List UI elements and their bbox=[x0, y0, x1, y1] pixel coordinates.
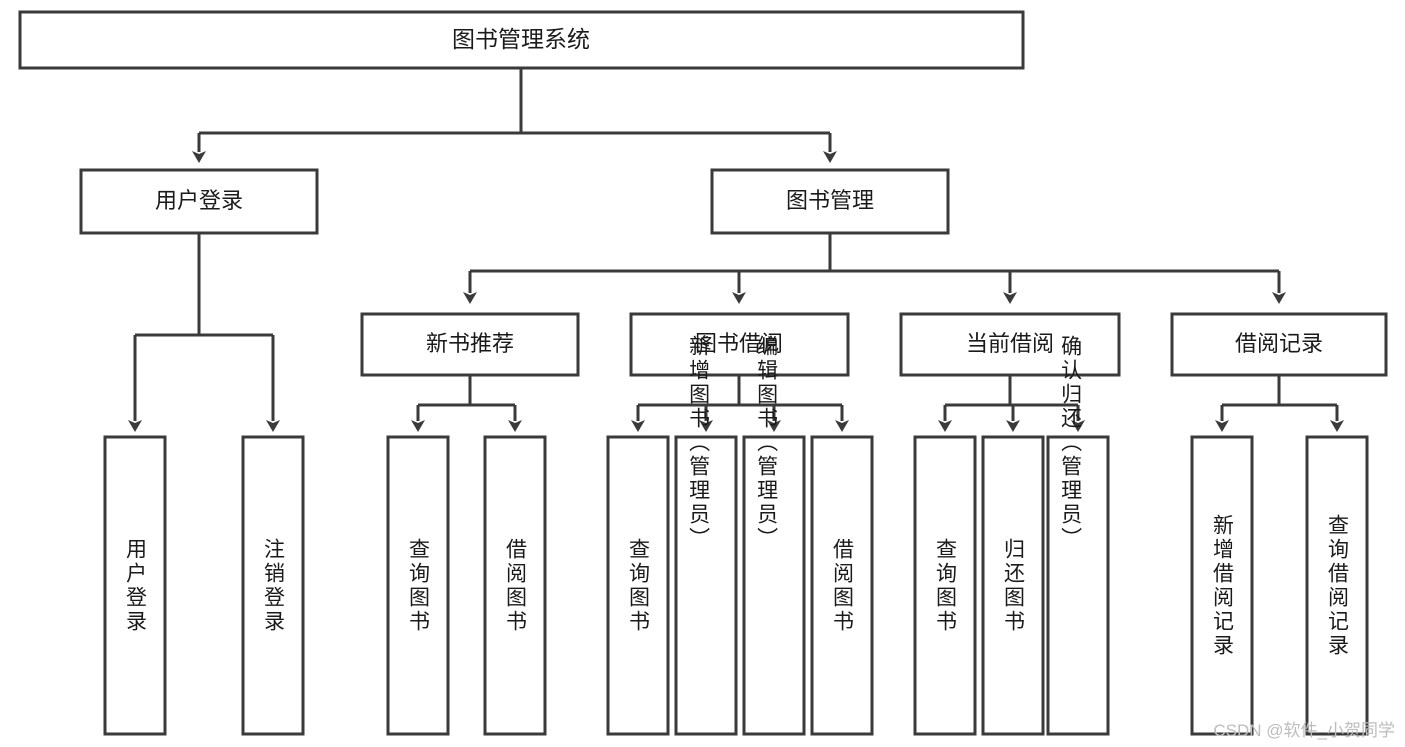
node-new-book-recommend-label: 新书推荐 bbox=[426, 331, 514, 356]
leaf-current-borrow-return-box bbox=[981, 435, 1045, 736]
leaf-borrow-record-query-label: 查询借阅记录 bbox=[1326, 514, 1350, 658]
leaf-new-book-query-box bbox=[386, 435, 450, 736]
leaf-book-borrow-edit[interactable]: 编辑图书（管理员） bbox=[742, 335, 806, 736]
leaf-new-book-borrow-label: 借阅图书 bbox=[504, 538, 528, 634]
leaf-current-borrow-confirm[interactable]: 确认归还（管理员） bbox=[1046, 335, 1110, 736]
leaf-book-borrow-query-box bbox=[606, 435, 670, 736]
node-root-book-management-system[interactable]: 图书管理系统 bbox=[18, 10, 1025, 70]
connector-layer bbox=[128, 68, 1344, 432]
leaf-new-book-borrow[interactable]: 借阅图书 bbox=[483, 435, 547, 736]
leaf-book-borrow-borrow[interactable]: 借阅图书 bbox=[810, 435, 874, 736]
node-current-borrow-box bbox=[899, 312, 1121, 377]
leaf-book-borrow-borrow-label: 借阅图书 bbox=[831, 538, 855, 634]
node-current-borrow-label: 当前借阅 bbox=[966, 331, 1054, 356]
node-borrow-record-box bbox=[1170, 312, 1388, 377]
node-book-borrow[interactable]: 图书借阅 bbox=[629, 312, 850, 377]
node-root-box bbox=[18, 10, 1025, 70]
leaf-borrow-record-add-label: 新增借阅记录 bbox=[1211, 514, 1235, 658]
leaf-borrow-record-query-box bbox=[1305, 435, 1369, 736]
leaf-book-borrow-add-label: 新增图书（管理员） bbox=[687, 335, 711, 551]
leaf-current-borrow-query-box bbox=[913, 435, 977, 736]
node-book-management[interactable]: 图书管理 bbox=[710, 168, 950, 235]
leaf-book-borrow-add-box bbox=[674, 435, 738, 736]
leaf-borrow-record-add-box bbox=[1190, 435, 1254, 736]
node-user-login-box bbox=[79, 168, 319, 235]
leaf-current-borrow-query-label: 查询图书 bbox=[934, 538, 958, 634]
leaf-current-borrow-confirm-box bbox=[1046, 435, 1110, 736]
leaf-user-login-login-label: 用户登录 bbox=[124, 538, 148, 634]
leaf-book-borrow-query[interactable]: 查询图书 bbox=[606, 435, 670, 736]
node-book-borrow-box bbox=[629, 312, 850, 377]
leaf-book-borrow-edit-label: 编辑图书（管理员） bbox=[755, 335, 779, 551]
leaf-user-login-logout-box bbox=[241, 435, 305, 736]
leaf-current-borrow-return-label: 归还图书 bbox=[1002, 538, 1026, 634]
node-book-management-label: 图书管理 bbox=[786, 188, 874, 213]
leaf-new-book-query-label: 查询图书 bbox=[407, 538, 431, 634]
node-book-management-box bbox=[710, 168, 950, 235]
leaf-user-login-logout-label: 注销登录 bbox=[262, 538, 286, 634]
leaf-user-login-login-box bbox=[103, 435, 167, 736]
node-new-book-recommend[interactable]: 新书推荐 bbox=[360, 312, 580, 377]
leaf-user-login-logout[interactable]: 注销登录 bbox=[241, 435, 305, 736]
leaf-current-borrow-query[interactable]: 查询图书 bbox=[913, 435, 977, 736]
leaf-user-login-login[interactable]: 用户登录 bbox=[103, 435, 167, 736]
node-borrow-record[interactable]: 借阅记录 bbox=[1170, 312, 1388, 377]
leaf-book-borrow-add[interactable]: 新增图书（管理员） bbox=[674, 335, 738, 736]
node-root-label: 图书管理系统 bbox=[452, 26, 590, 52]
leaf-book-borrow-query-label: 查询图书 bbox=[627, 538, 651, 634]
leaf-borrow-record-query[interactable]: 查询借阅记录 bbox=[1305, 435, 1369, 736]
leaf-new-book-borrow-box bbox=[483, 435, 547, 736]
node-borrow-record-label: 借阅记录 bbox=[1235, 331, 1323, 356]
leaf-book-borrow-edit-box bbox=[742, 435, 806, 736]
node-user-login[interactable]: 用户登录 bbox=[79, 168, 319, 235]
node-new-book-recommend-box bbox=[360, 312, 580, 377]
node-user-login-label: 用户登录 bbox=[155, 188, 243, 213]
leaf-new-book-query[interactable]: 查询图书 bbox=[386, 435, 450, 736]
leaf-book-borrow-borrow-box bbox=[810, 435, 874, 736]
node-book-borrow-label: 图书借阅 bbox=[695, 331, 783, 356]
leaf-borrow-record-add[interactable]: 新增借阅记录 bbox=[1190, 435, 1254, 736]
leaf-current-borrow-confirm-label: 确认归还（管理员） bbox=[1059, 335, 1083, 551]
leaf-current-borrow-return[interactable]: 归还图书 bbox=[981, 435, 1045, 736]
node-current-borrow[interactable]: 当前借阅 bbox=[899, 312, 1121, 377]
